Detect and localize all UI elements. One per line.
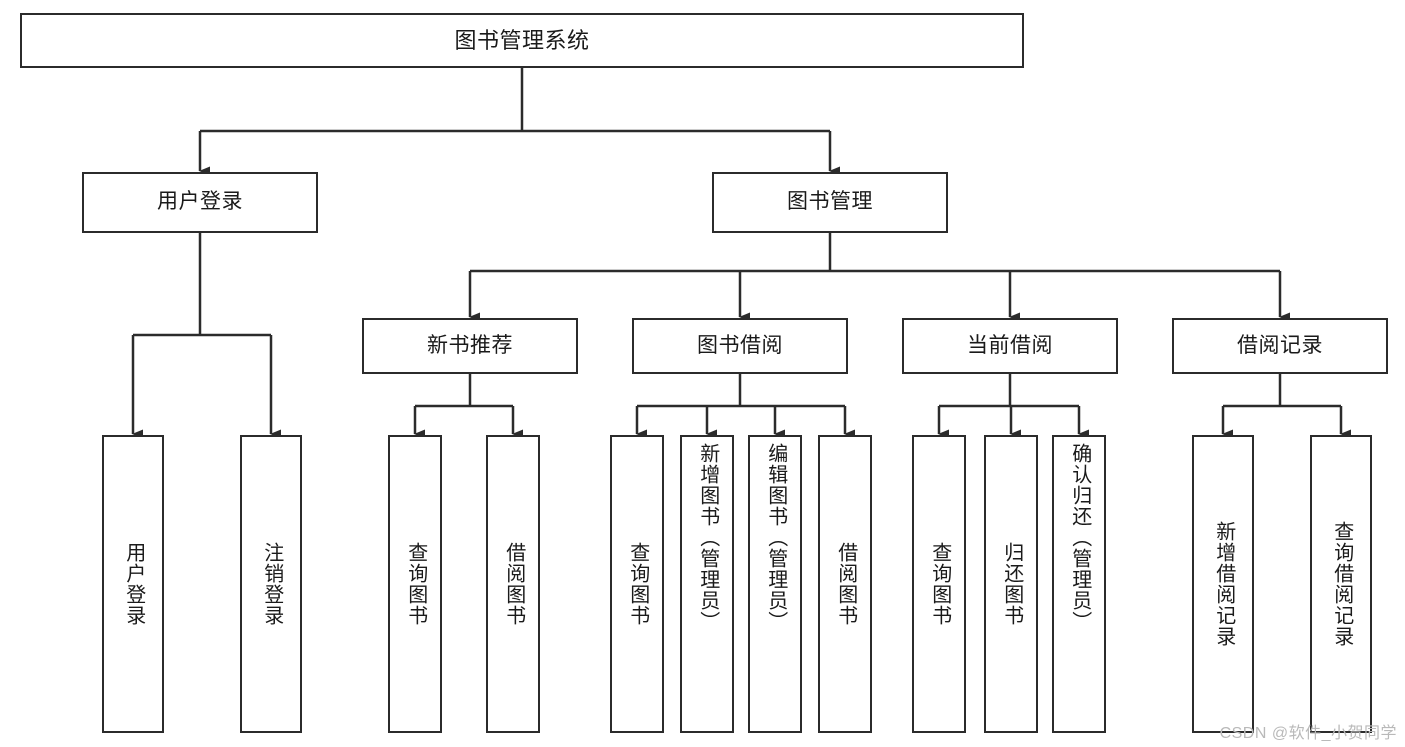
node-leaf-add-book-admin-label: 新增图书（管理员）: [696, 443, 719, 632]
node-leaf-current-query-book-label: 查询图书: [928, 542, 951, 626]
node-leaf-current-query-book[interactable]: 查询图书: [912, 435, 966, 733]
node-book-management-module-label: 图书管理: [787, 190, 873, 214]
node-leaf-add-book-admin[interactable]: 新增图书（管理员）: [680, 435, 734, 733]
node-leaf-confirm-return-admin[interactable]: 确认归还（管理员）: [1052, 435, 1106, 733]
node-leaf-borrow-query-book-label: 查询图书: [626, 542, 649, 626]
node-leaf-confirm-return-admin-label: 确认归还（管理员）: [1068, 443, 1091, 632]
node-leaf-edit-book-admin-label: 编辑图书（管理员）: [764, 443, 787, 632]
node-leaf-query-borrow-record[interactable]: 查询借阅记录: [1310, 435, 1372, 733]
node-leaf-query-borrow-record-label: 查询借阅记录: [1330, 521, 1353, 647]
node-root[interactable]: 图书管理系统: [20, 13, 1024, 68]
watermark-text: CSDN @软件_小贺同学: [1219, 725, 1397, 742]
node-borrow-record-label: 借阅记录: [1237, 333, 1323, 357]
node-leaf-new-query-book-label: 查询图书: [404, 542, 427, 626]
node-book-borrow[interactable]: 图书借阅: [632, 318, 848, 374]
node-leaf-borrow-query-book[interactable]: 查询图书: [610, 435, 664, 733]
node-leaf-edit-book-admin[interactable]: 编辑图书（管理员）: [748, 435, 802, 733]
node-user-login-module-label: 用户登录: [157, 190, 243, 214]
node-leaf-new-query-book[interactable]: 查询图书: [388, 435, 442, 733]
node-leaf-add-borrow-record[interactable]: 新增借阅记录: [1192, 435, 1254, 733]
node-leaf-user-login[interactable]: 用户登录: [102, 435, 164, 733]
node-root-label: 图书管理系统: [454, 27, 590, 53]
node-leaf-return-book-label: 归还图书: [1000, 542, 1023, 626]
node-leaf-user-login-label: 用户登录: [122, 542, 145, 626]
node-borrow-record[interactable]: 借阅记录: [1172, 318, 1388, 374]
node-current-borrow-label: 当前借阅: [967, 333, 1053, 357]
node-leaf-return-book[interactable]: 归还图书: [984, 435, 1038, 733]
node-leaf-user-logout-label: 注销登录: [260, 542, 283, 626]
node-leaf-new-borrow-book[interactable]: 借阅图书: [486, 435, 540, 733]
node-leaf-borrow-book-label: 借阅图书: [834, 542, 857, 626]
node-leaf-borrow-book[interactable]: 借阅图书: [818, 435, 872, 733]
node-new-book-recommend[interactable]: 新书推荐: [362, 318, 578, 374]
node-current-borrow[interactable]: 当前借阅: [902, 318, 1118, 374]
node-leaf-add-borrow-record-label: 新增借阅记录: [1212, 521, 1235, 647]
node-leaf-new-borrow-book-label: 借阅图书: [502, 542, 525, 626]
node-book-borrow-label: 图书借阅: [697, 333, 783, 357]
node-new-book-recommend-label: 新书推荐: [427, 333, 513, 357]
edge-lines: [131, 68, 1351, 439]
node-user-login-module[interactable]: 用户登录: [82, 172, 318, 233]
node-leaf-user-logout[interactable]: 注销登录: [240, 435, 302, 733]
node-book-management-module[interactable]: 图书管理: [712, 172, 948, 233]
